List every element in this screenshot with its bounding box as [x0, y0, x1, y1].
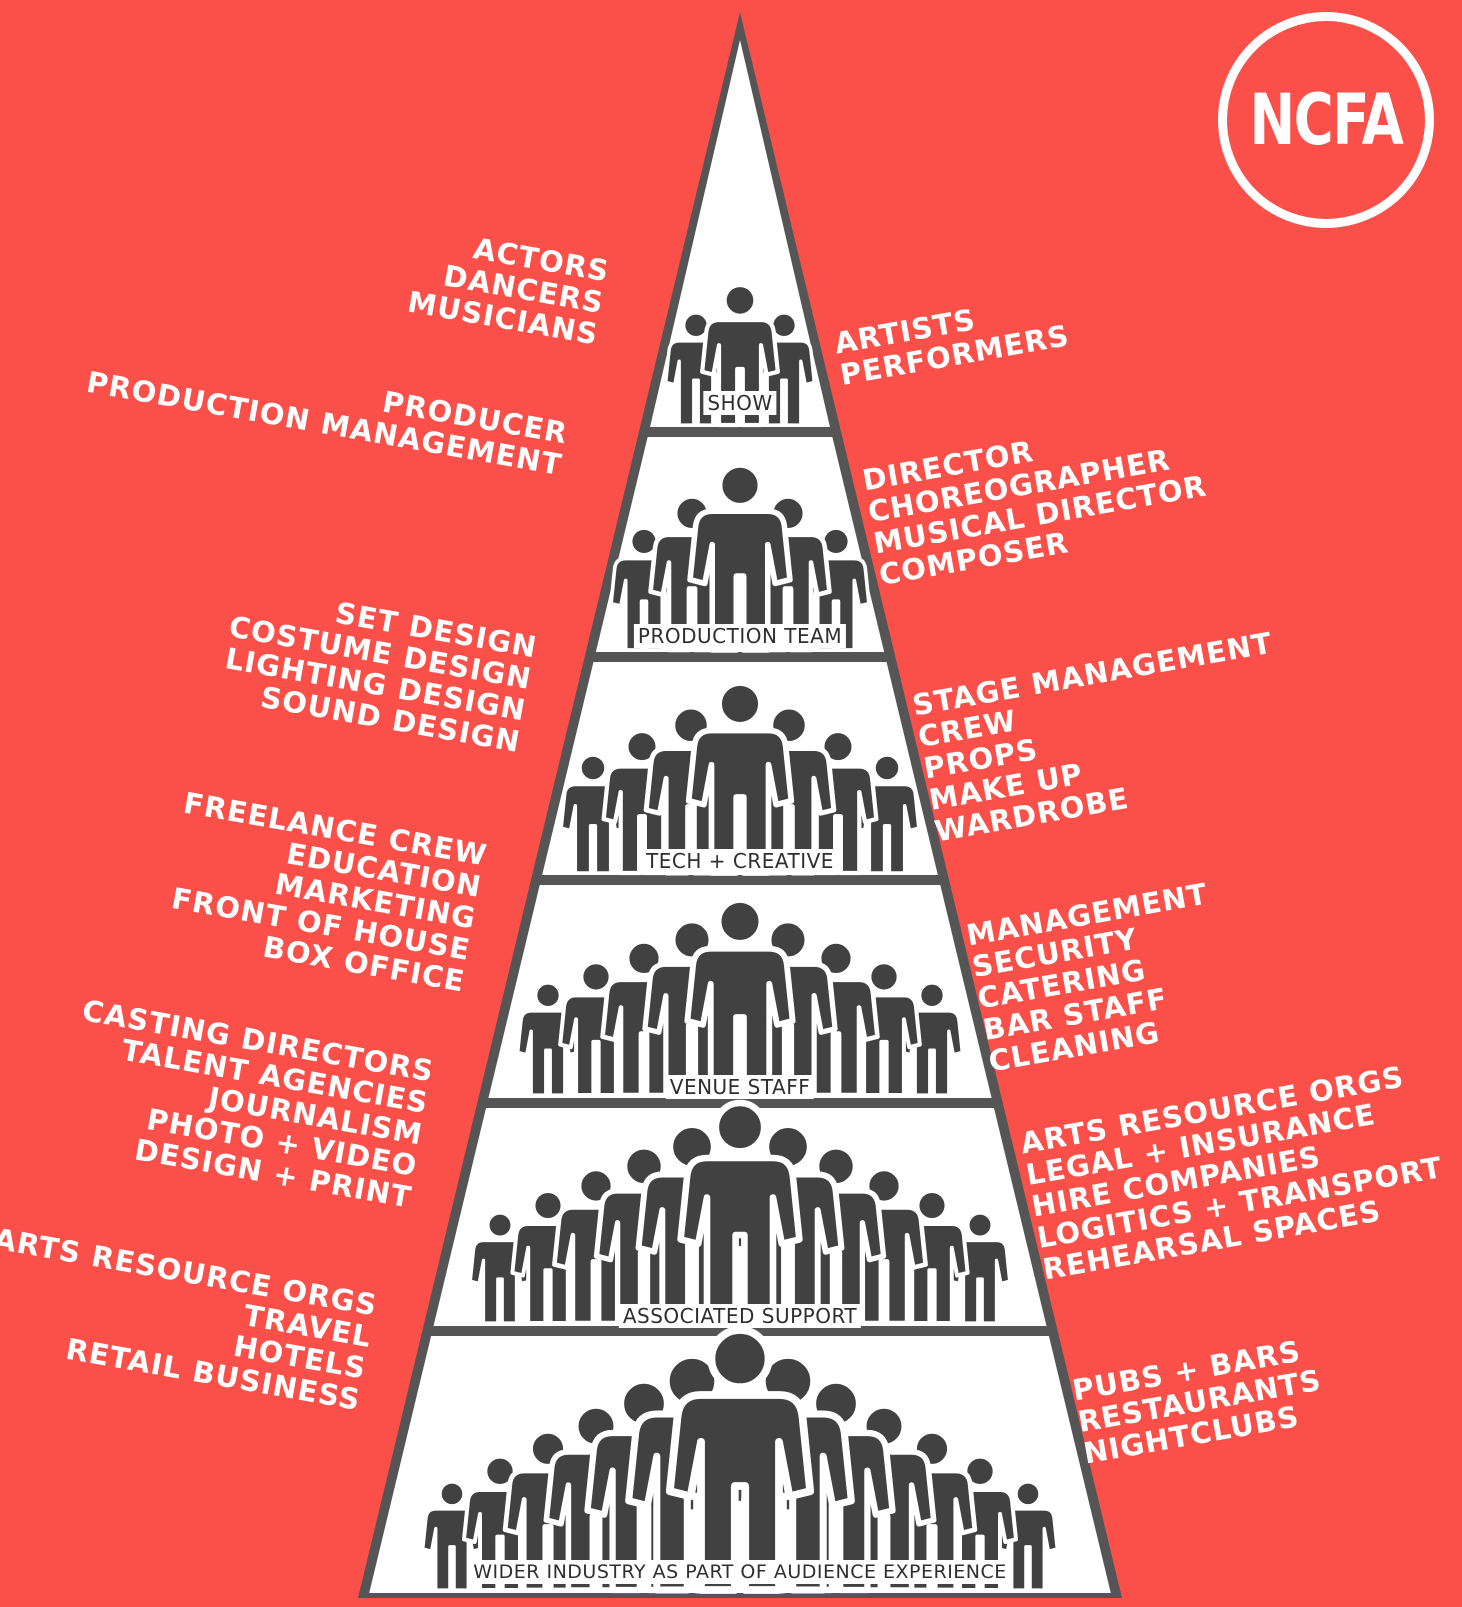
tier-label-production-team: PRODUCTION TEAM	[633, 624, 847, 648]
person-icon	[677, 1099, 803, 1327]
ncfa-logo: NCFA	[1218, 12, 1434, 228]
tier-label-show: SHOW	[703, 391, 777, 415]
tier-label-tech-creative: TECH + CREATIVE	[642, 849, 838, 873]
logo-text: NCFA	[1249, 79, 1404, 161]
person-icon	[684, 897, 796, 1098]
person-icon	[665, 1326, 815, 1594]
person-icon	[687, 462, 793, 653]
tier-label-venue-staff: VENUE STAFF	[665, 1075, 815, 1099]
tier-label-wider-industry: WIDER INDUSTRY AS PART OF AUDIENCE EXPER…	[469, 1560, 1011, 1584]
person-icon	[685, 680, 795, 876]
tier-label-associated-support: ASSOCIATED SUPPORT	[618, 1304, 862, 1328]
